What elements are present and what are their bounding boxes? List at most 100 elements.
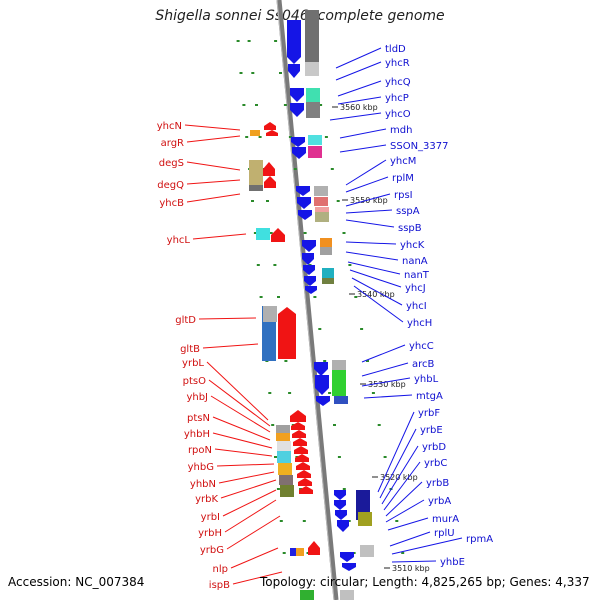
gene-block bbox=[250, 130, 260, 136]
grid-dot bbox=[299, 488, 303, 490]
reverse-gene-label: rpoN bbox=[188, 445, 212, 456]
reverse-gene-label: yhbG bbox=[188, 462, 214, 473]
forward-gene-arrow bbox=[302, 253, 314, 265]
reverse-gene-arrow bbox=[297, 470, 311, 478]
gene-block bbox=[340, 590, 354, 600]
forward-gene-leader bbox=[383, 461, 421, 511]
grid-dot bbox=[348, 264, 352, 266]
gene-block bbox=[314, 197, 328, 206]
reverse-gene-leader bbox=[220, 479, 277, 499]
grid-dot bbox=[377, 424, 381, 426]
reverse-gene-label: gltB bbox=[180, 344, 200, 355]
forward-gene-label: yhcR bbox=[385, 58, 410, 69]
reverse-gene-label: ptsO bbox=[183, 376, 206, 387]
gene-block bbox=[276, 425, 290, 433]
reverse-gene-leader bbox=[186, 179, 241, 185]
grid-dot bbox=[293, 168, 297, 170]
grid-dot bbox=[288, 392, 292, 394]
reverse-gene-leader bbox=[214, 448, 273, 457]
reverse-gene-leader bbox=[210, 395, 271, 433]
forward-gene-label: SSON_3377 bbox=[390, 141, 449, 152]
forward-gene-arrow bbox=[314, 362, 328, 376]
forward-gene-leader bbox=[353, 285, 404, 323]
forward-gene-label: yhcK bbox=[400, 240, 425, 251]
reverse-gene-leader bbox=[218, 471, 275, 484]
forward-gene-arrow bbox=[298, 210, 312, 220]
reverse-gene-arrow bbox=[278, 307, 296, 359]
forward-gene-label: yhcH bbox=[407, 318, 432, 329]
gene-block bbox=[263, 306, 277, 322]
gene-block bbox=[308, 146, 322, 158]
forward-gene-arrow bbox=[335, 510, 347, 520]
grid-dot bbox=[342, 232, 346, 234]
gene-block bbox=[308, 135, 322, 145]
gene-block bbox=[292, 548, 304, 556]
forward-gene-leader bbox=[351, 277, 403, 306]
forward-gene-label: yhcO bbox=[385, 109, 411, 120]
reverse-gene-leader bbox=[222, 489, 277, 517]
forward-gene-arrow bbox=[290, 103, 304, 117]
grid-dot bbox=[371, 392, 375, 394]
gene-block bbox=[320, 238, 332, 247]
accession-text: Accession: NC_007384 bbox=[8, 575, 145, 589]
reverse-gene-arrow bbox=[295, 454, 309, 462]
gene-block bbox=[249, 160, 263, 190]
grid-dot bbox=[395, 520, 399, 522]
grid-dot bbox=[239, 72, 243, 74]
grid-dot bbox=[266, 200, 269, 202]
forward-gene-label: mtgA bbox=[416, 391, 443, 402]
forward-gene-leader bbox=[345, 251, 399, 261]
forward-gene-label: yrbE bbox=[420, 425, 443, 436]
forward-gene-label: yrbC bbox=[424, 458, 447, 469]
kbp-tick-label: 3530 kbp bbox=[368, 380, 406, 389]
forward-gene-arrow bbox=[337, 520, 349, 532]
gene-block bbox=[256, 228, 270, 240]
reverse-gene-leader bbox=[212, 416, 271, 441]
reverse-gene-label: ptsN bbox=[187, 413, 210, 424]
forward-gene-leader bbox=[345, 241, 397, 245]
gene-block bbox=[334, 396, 348, 404]
gene-block bbox=[249, 185, 263, 191]
forward-gene-leader bbox=[379, 428, 417, 499]
gene-block bbox=[306, 88, 320, 102]
reverse-gene-arrow bbox=[293, 438, 307, 446]
reverse-gene-label: yhcL bbox=[167, 235, 191, 246]
grid-dot bbox=[269, 232, 273, 234]
grid-dot bbox=[273, 264, 277, 266]
grid-dot bbox=[336, 200, 340, 202]
reverse-gene-leader bbox=[206, 361, 269, 421]
gene-block bbox=[320, 247, 332, 255]
grid-dot bbox=[271, 424, 275, 426]
forward-gene-arrow bbox=[334, 490, 346, 500]
grid-dot bbox=[337, 456, 341, 458]
gene-block bbox=[360, 545, 374, 557]
grid-dot bbox=[255, 104, 258, 106]
grid-dot bbox=[274, 456, 277, 458]
forward-gene-leader bbox=[345, 209, 393, 214]
forward-gene-leader bbox=[339, 128, 387, 139]
reverse-gene-label: ispB bbox=[209, 580, 230, 591]
forward-gene-arrow bbox=[288, 64, 300, 78]
grid-dot bbox=[251, 72, 255, 74]
reverse-gene-leader bbox=[208, 379, 271, 427]
grid-dot bbox=[319, 104, 323, 106]
grid-dot bbox=[342, 488, 346, 490]
forward-gene-leader bbox=[385, 499, 425, 523]
grid-dot bbox=[303, 232, 307, 234]
grid-dot bbox=[383, 456, 387, 458]
forward-gene-leader bbox=[363, 394, 413, 399]
gene-block bbox=[332, 370, 346, 396]
forward-gene-label: yhcC bbox=[409, 341, 434, 352]
gene-block bbox=[358, 512, 372, 526]
reverse-gene-arrow bbox=[296, 462, 310, 470]
reverse-gene-arrow bbox=[292, 430, 306, 438]
kbp-tick-label: 3560 kbp bbox=[340, 103, 378, 112]
reverse-gene-label: yhbN bbox=[190, 479, 216, 490]
forward-gene-arrow bbox=[296, 186, 310, 196]
gene-block bbox=[314, 186, 328, 196]
gene-block bbox=[305, 10, 319, 75]
grid-dot bbox=[242, 104, 246, 106]
forward-gene-arrow bbox=[290, 88, 304, 102]
gene-block bbox=[332, 360, 346, 370]
